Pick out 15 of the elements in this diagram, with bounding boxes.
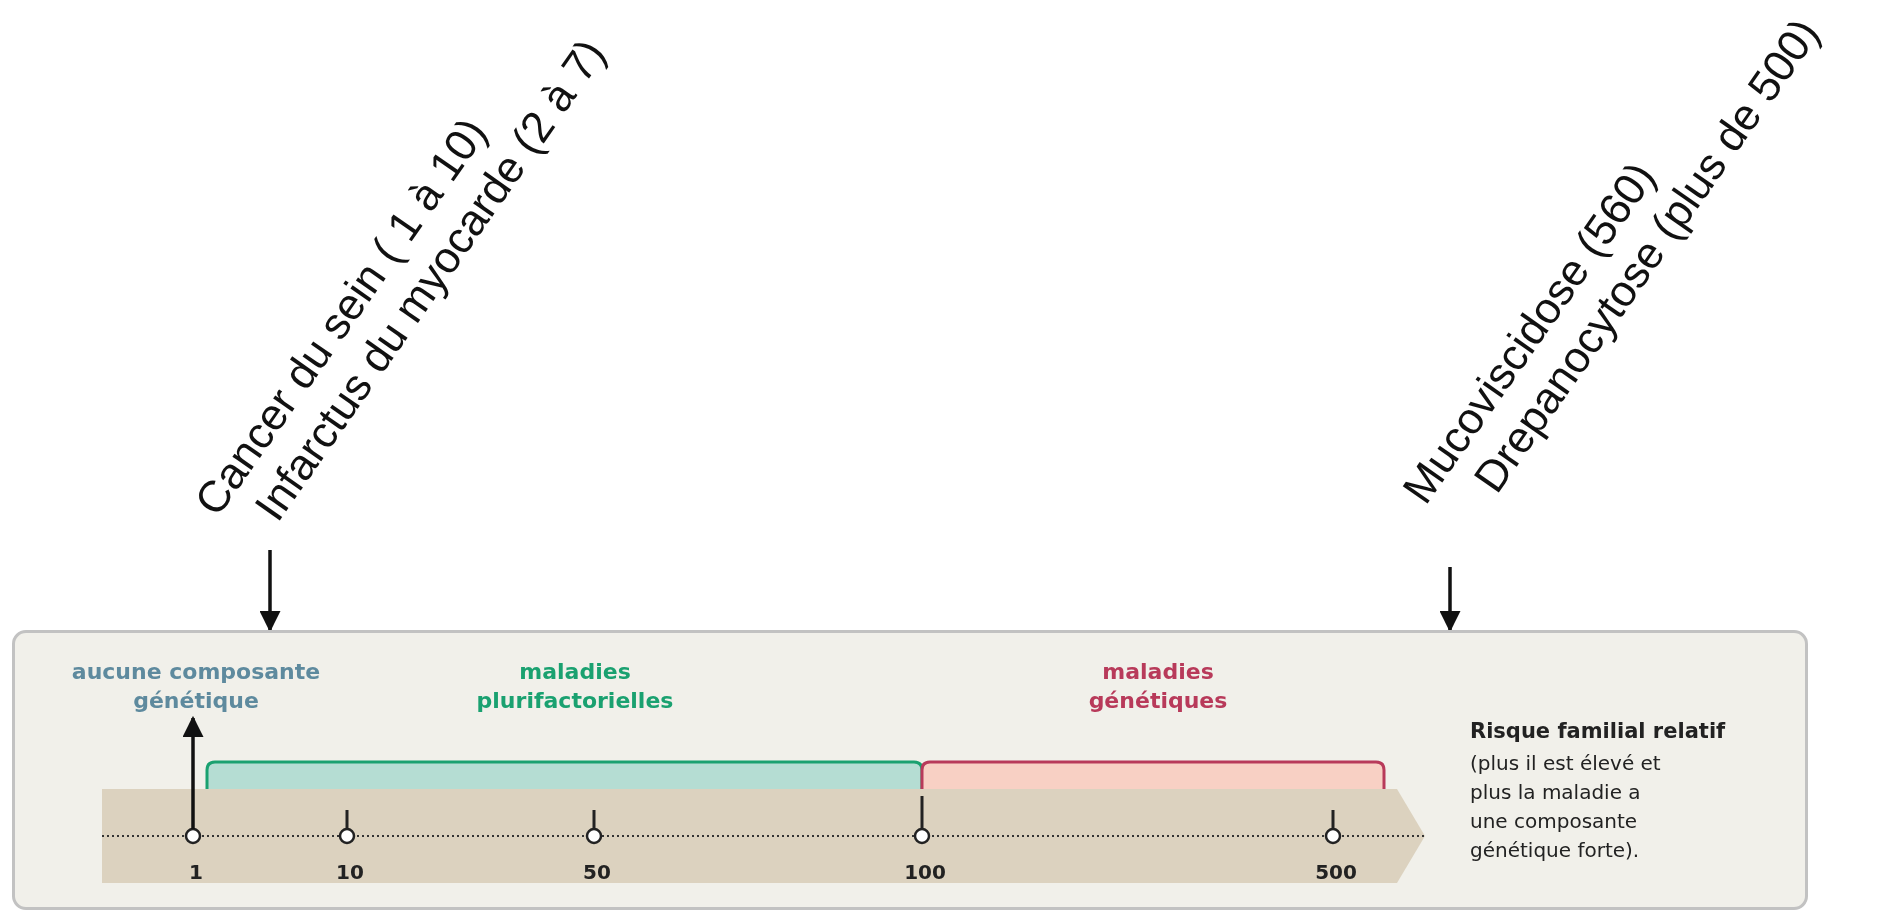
tick-label: 100 (903, 859, 947, 886)
range-label: maladies plurifactorielles (475, 658, 675, 715)
tick-label: 10 (335, 859, 365, 886)
range-bracket (205, 760, 924, 792)
tick-label: 1 (188, 859, 204, 886)
category-label: aucune composante génétique (56, 657, 336, 715)
range-label: maladies génétiques (1087, 658, 1229, 715)
arrow (182, 715, 204, 829)
scale-panel (12, 630, 1808, 910)
axis-title: Risque familial relatif (1470, 718, 1727, 745)
axis-note: (plus il est élevé et plus la maladie a une composante génétique forte). (1470, 750, 1662, 864)
scale-bar (102, 789, 1425, 883)
tick-label: 500 (1314, 859, 1358, 886)
range-bracket (920, 760, 1386, 792)
tick-label: 50 (582, 859, 612, 886)
